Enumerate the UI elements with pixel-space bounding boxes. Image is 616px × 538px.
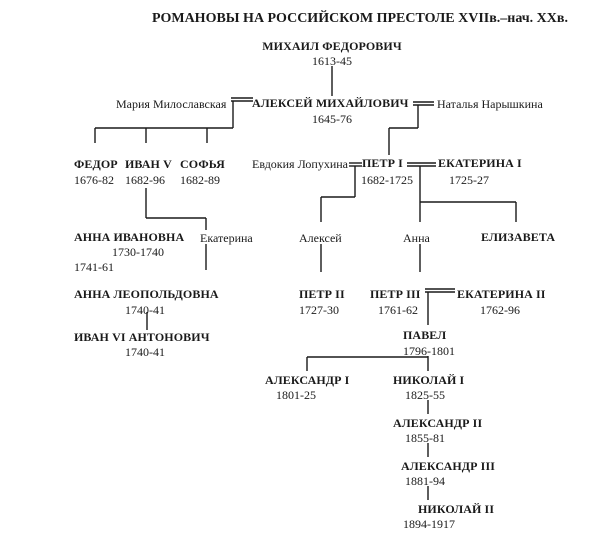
petr1-years: 1682-1725: [361, 173, 413, 187]
aleksandr3-years: 1881-94: [405, 474, 445, 488]
evdokia-name: Евдокия Лопухина: [252, 157, 349, 171]
petr3-years: 1761-62: [378, 303, 418, 317]
aleksandr3-name: АЛЕКСАНДР III: [401, 459, 495, 473]
nikolai1-name: НИКОЛАЙ I: [393, 373, 465, 387]
anna-leop-name: АННА ЛЕОПОЛЬДОВНА: [74, 287, 219, 301]
elizaveta-name: ЕЛИЗАВЕТА: [481, 230, 556, 244]
anna-ivanovna-name: АННА ИВАНОВНА: [74, 230, 185, 244]
anna-p-name: Анна: [403, 231, 430, 245]
aleksandr1-years: 1801-25: [276, 388, 316, 402]
ivan5-years: 1682-96: [125, 173, 165, 187]
sofia-name: СОФЬЯ: [180, 157, 225, 171]
page-title: РОМАНОВЫ НА РОССИЙСКОМ ПРЕСТОЛЕ XVIIв.–н…: [152, 11, 568, 26]
ekaterina1-name: ЕКАТЕРИНА I: [438, 156, 522, 170]
petr2-years: 1727-30: [299, 303, 339, 317]
aleksei-years: 1645-76: [312, 112, 352, 126]
petr3-name: ПЕТР III: [370, 287, 421, 301]
ekaterina1-years: 1725-27: [449, 173, 489, 187]
ekaterina2-years: 1762-96: [480, 303, 520, 317]
natalia-name: Наталья Нарышкина: [437, 97, 543, 111]
mikhail-name: МИХАИЛ ФЕДОРОВИЧ: [262, 39, 402, 53]
aleksei-p-name: Алексей: [299, 231, 342, 245]
nikolai1-years: 1825-55: [405, 388, 445, 402]
anna-ivanovna-years2: 1741-61: [74, 260, 114, 274]
petr2-name: ПЕТР II: [299, 287, 345, 301]
aleksandr1-name: АЛЕКСАНДР I: [265, 373, 350, 387]
nikolai2-years: 1894-1917: [403, 517, 455, 531]
pavel-years: 1796-1801: [403, 344, 455, 358]
ekaterina2-name: ЕКАТЕРИНА II: [457, 287, 546, 301]
pavel-name: ПАВЕЛ: [403, 328, 447, 342]
sofia-years: 1682-89: [180, 173, 220, 187]
fedor-years: 1676-82: [74, 173, 114, 187]
aleksandr2-name: АЛЕКСАНДР II: [393, 416, 483, 430]
petr1-name: ПЕТР I: [362, 156, 403, 170]
anna-leop-years: 1740-41: [125, 303, 165, 317]
anna-ivanovna-years: 1730-1740: [112, 245, 164, 259]
ekaterina-d-name: Екатерина: [200, 231, 253, 245]
ivan5-name: ИВАН V: [125, 157, 172, 171]
aleksei-name: АЛЕКСЕЙ МИХАЙЛОВИЧ: [252, 96, 409, 110]
ivan6-name: ИВАН VI АНТОНОВИЧ: [74, 330, 210, 344]
maria-name: Мария Милославская: [116, 97, 227, 111]
aleksandr2-years: 1855-81: [405, 431, 445, 445]
fedor-name: ФЕДОР: [74, 157, 118, 171]
nikolai2-name: НИКОЛАЙ II: [418, 502, 495, 516]
ivan6-years: 1740-41: [125, 345, 165, 359]
mikhail-years: 1613-45: [312, 54, 352, 68]
